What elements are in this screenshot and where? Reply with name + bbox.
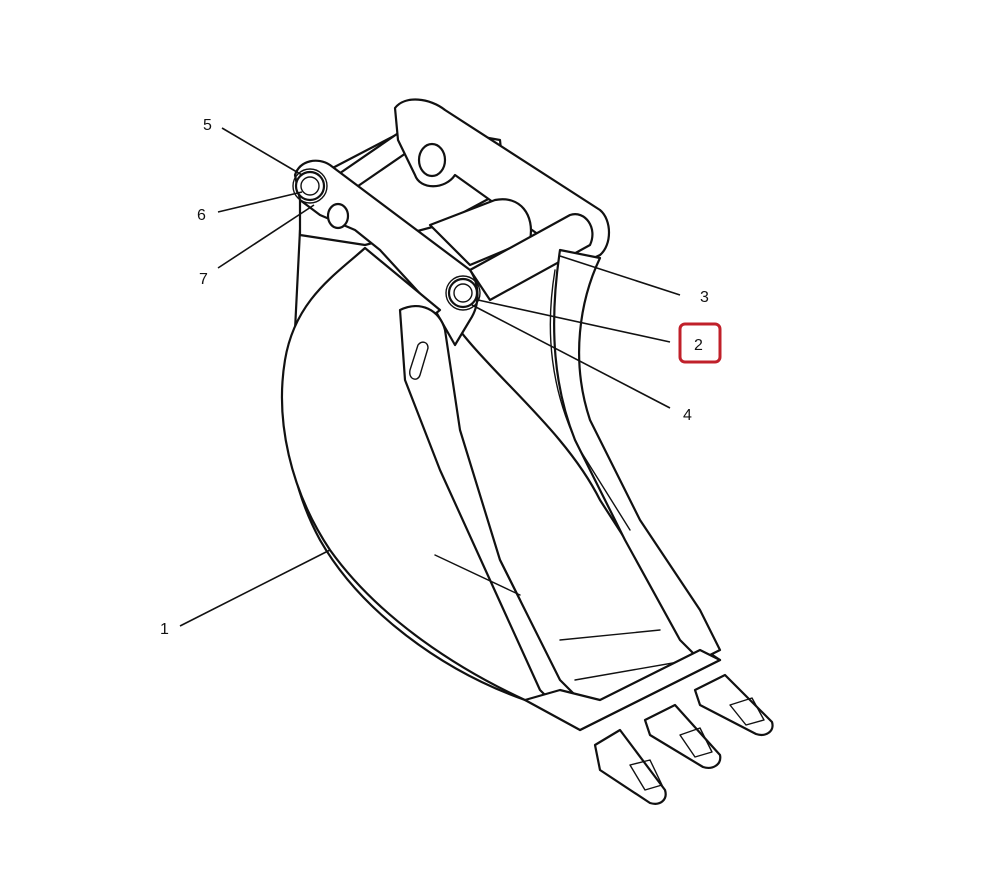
slot-hole (409, 341, 429, 380)
side-plate-hole (326, 202, 350, 230)
callout-6: 6 (197, 207, 206, 224)
leader-3 (559, 255, 681, 296)
right-plate-edge (549, 269, 631, 531)
leader-7 (217, 204, 315, 269)
leader-6 (217, 191, 303, 213)
cutting-edge (523, 648, 722, 732)
tooth-right (693, 673, 774, 736)
leader-5 (221, 127, 303, 176)
leader-1 (179, 549, 331, 627)
callouts: 1 2 3 4 5 6 7 (160, 117, 722, 638)
left-strap (398, 305, 602, 732)
inner-floor (434, 554, 691, 681)
right-side-plate (553, 248, 722, 662)
callout-5: 5 (203, 117, 212, 134)
rear-mounting-ear (393, 98, 611, 264)
pin-head-upper-left (292, 168, 328, 204)
tooth-middle (643, 703, 722, 769)
tooth-left (593, 728, 667, 805)
front-pin (468, 213, 594, 302)
pin-head-front (445, 275, 481, 311)
leader-lines (179, 127, 681, 627)
rear-ear-hole (417, 142, 447, 178)
callout-1: 1 (160, 621, 169, 638)
callout-3: 3 (700, 289, 709, 306)
leader-2 (477, 299, 671, 343)
bucket-illustration (280, 98, 774, 805)
callout-7: 7 (199, 271, 208, 288)
callout-4: 4 (683, 407, 692, 424)
callout-2: 2 (694, 337, 703, 354)
callout-2-highlight-box (678, 322, 722, 364)
leader-4 (471, 304, 671, 409)
